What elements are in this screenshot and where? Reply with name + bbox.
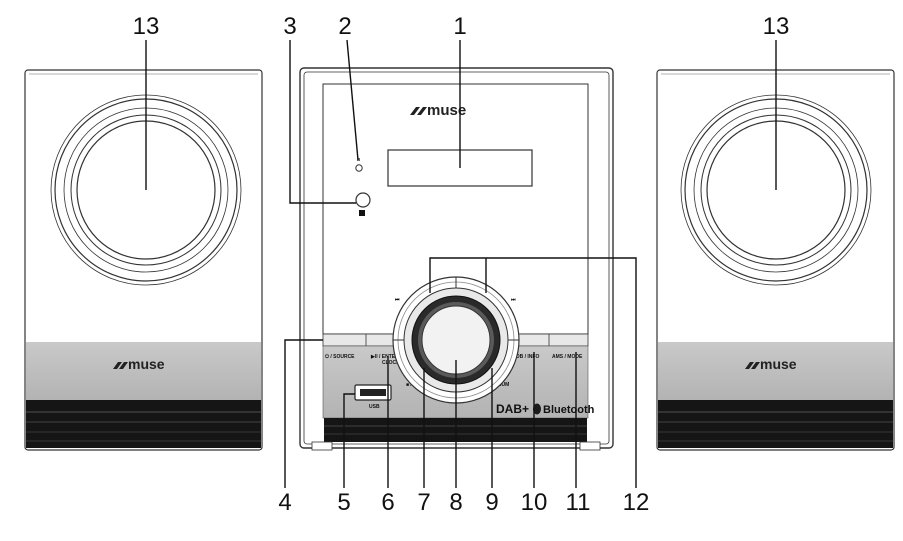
right-speaker-band [658,342,893,400]
right-speaker-grille [658,400,893,448]
main-unit-logo: muse [410,102,466,119]
callout-7: 7 [417,489,430,516]
callout-12: 12 [623,489,650,516]
stop-button[interactable] [355,192,371,216]
bluetooth-indicator: ʙ [355,157,363,172]
left-speaker-grille [26,400,261,448]
callout-11: 11 [566,489,591,516]
callout-13-left: 13 [133,13,160,40]
callout-9: 9 [485,489,498,516]
right-speaker-logo: muse [745,356,797,372]
svg-text:Bluetooth: Bluetooth [543,404,595,416]
left-speaker-band [26,342,261,400]
callout-2: 2 [338,13,351,40]
svg-text:⏮: ⏮ [395,297,400,303]
callout-numbers: 13 3 2 1 13 4 5 6 7 8 9 10 11 12 [133,13,790,516]
callout-4: 4 [278,489,291,516]
svg-text:muse: muse [128,356,165,372]
svg-text:DAB+: DAB+ [496,402,529,416]
usb-port[interactable]: USB [354,384,392,410]
left-speaker-logo: muse [113,356,165,372]
svg-text:muse: muse [427,102,466,119]
svg-text:muse: muse [760,356,797,372]
svg-text:⏭: ⏭ [511,297,516,303]
left-speaker: muse [24,69,263,451]
callout-10: 10 [521,489,548,516]
leader-lines [145,39,777,488]
dbinfo-button-label[interactable]: DB / INFO [516,354,539,360]
callout-1: 1 [453,13,466,40]
clock-label: CLOCK [382,360,400,366]
callout-13-right: 13 [763,13,790,40]
next-icon: ⏭ [511,297,516,303]
ammode-button-label[interactable]: AMS / MODE [552,354,583,360]
dab-logo: DAB+ [496,402,529,416]
callout-6: 6 [381,489,394,516]
source-button-label[interactable]: ⏻ / SOURCE [325,354,355,360]
prev-icon: ⏮ [395,297,400,303]
callout-5: 5 [337,489,350,516]
callout-3: 3 [283,13,296,40]
bluetooth-logo: Bluetooth [533,403,595,416]
svg-text:USB: USB [369,404,380,410]
callout-8: 8 [449,489,462,516]
svg-text:ʙ: ʙ [357,157,360,163]
enter-button-label[interactable]: ▶II / ENTER [370,354,399,360]
